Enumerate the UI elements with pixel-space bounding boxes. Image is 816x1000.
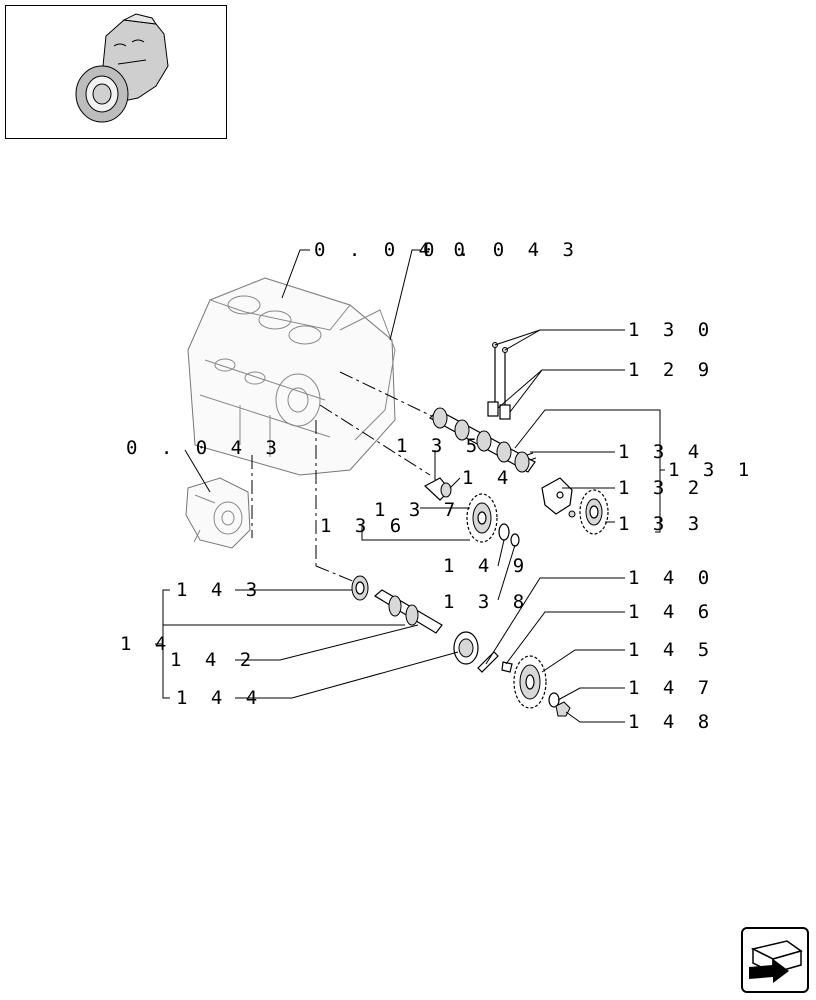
callout-0043-top: 0 . 0 4 3 (423, 239, 580, 261)
callout-148: 1 4 8 (628, 711, 715, 733)
callout-147: 1 4 7 (628, 677, 715, 699)
callout-144: 1 4 4 (176, 687, 263, 709)
callout-149: 1 4 9 (443, 555, 530, 577)
cam-gear-assembly (526, 452, 609, 535)
assembly-centerlines (251, 371, 441, 583)
camshaft (429, 407, 536, 473)
engine-thumbnail (5, 5, 227, 139)
leader-lines (155, 249, 665, 723)
callout-133: 1 3 3 (618, 513, 705, 535)
drive-gear-assembly (477, 651, 571, 717)
callout-145: 1 4 5 (628, 639, 715, 661)
callout-138: 1 3 8 (443, 591, 530, 613)
callout-136: 1 3 6 (320, 515, 407, 537)
callout-labels: 0 . 0 4 0 0 . 0 4 3 0 . 0 4 3 1 3 0 1 2 … (120, 239, 755, 733)
callout-130: 1 3 0 (628, 319, 715, 341)
callout-142: 1 4 2 (170, 649, 257, 671)
callout-129: 1 2 9 (628, 359, 715, 381)
callout-132: 1 3 2 (618, 477, 705, 499)
callout-131: 1 3 1 (668, 459, 755, 481)
callout-135: 1 3 5 (396, 435, 483, 457)
callout-140: 1 4 0 (628, 567, 715, 589)
next-page-button[interactable] (741, 927, 809, 993)
engine-thumbnail-icon (75, 13, 169, 123)
callout-0043-left: 0 . 0 4 3 (126, 437, 283, 459)
engine-block-drawing (187, 277, 396, 476)
callout-14-idler: 1 4 (462, 467, 514, 489)
callout-14-group: 1 4 (120, 633, 172, 655)
callout-146: 1 4 6 (628, 601, 715, 623)
pump-housing-drawing (185, 477, 251, 549)
idler-gear-assembly (423, 477, 520, 547)
callout-0040: 0 . 0 4 0 (314, 239, 471, 261)
callout-143: 1 4 3 (176, 579, 263, 601)
callout-134: 1 3 4 (618, 441, 705, 463)
balancer-shaft-assembly (351, 575, 479, 665)
next-page-arrow-icon (749, 940, 803, 983)
callout-137: 1 3 7 (374, 499, 461, 521)
